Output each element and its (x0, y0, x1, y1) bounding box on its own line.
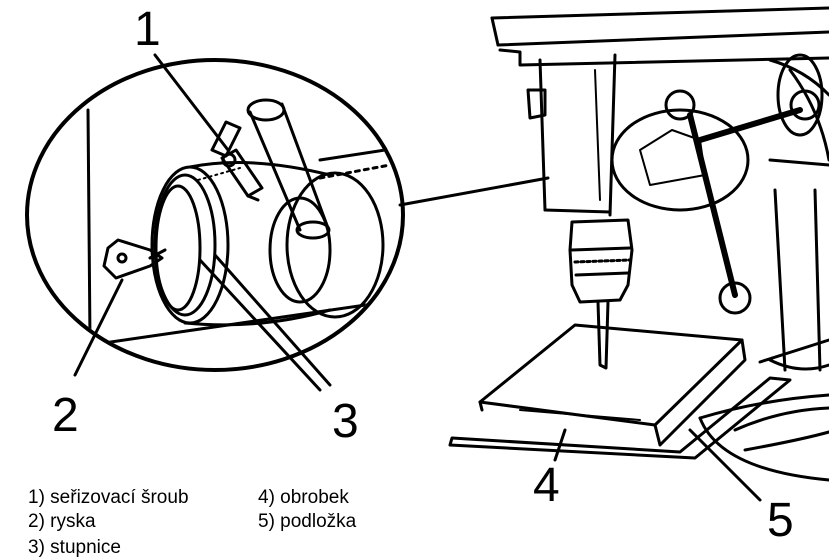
support-pad (448, 376, 792, 460)
callout-line-4 (553, 428, 567, 462)
column (773, 188, 787, 372)
drill-bit (596, 300, 610, 370)
legend-left: 1) seřizovací šroub 2) ryska (28, 486, 189, 534)
callout-line-2 (73, 278, 124, 377)
legend-item-5: 5) podložka (258, 511, 357, 532)
callout-number-4: 4 (533, 459, 560, 512)
callout-line-3b (213, 253, 332, 387)
detail-circle (25, 58, 405, 372)
detail-source-circle (610, 108, 750, 212)
callout-number-3: 3 (332, 395, 359, 448)
callout-line-5 (688, 428, 762, 502)
callout-line-3 (198, 258, 322, 392)
callout-number-1: 1 (134, 3, 161, 56)
legend-item-1: 1) seřizovací šroub (28, 487, 189, 508)
legend-item-4: 4) obrobek (258, 487, 349, 508)
legend-item-3-cut: 3) stupnice (28, 537, 121, 558)
detail-connector (398, 176, 550, 207)
workpiece (478, 323, 747, 447)
callout-number-5: 5 (767, 494, 794, 547)
drill-table (698, 393, 829, 420)
legend-item-2: 2) ryska (28, 511, 96, 532)
magnified-detail (25, 58, 405, 372)
drill-press (448, 6, 829, 482)
legend-right: 4) obrobek 5) podložka (258, 486, 356, 534)
callout-lines (73, 53, 762, 502)
callout-number-2: 2 (52, 389, 79, 442)
drill-press-diagram (25, 6, 829, 502)
chuck (568, 218, 634, 304)
feed-handle (687, 112, 738, 298)
callout-line-1 (153, 53, 230, 152)
